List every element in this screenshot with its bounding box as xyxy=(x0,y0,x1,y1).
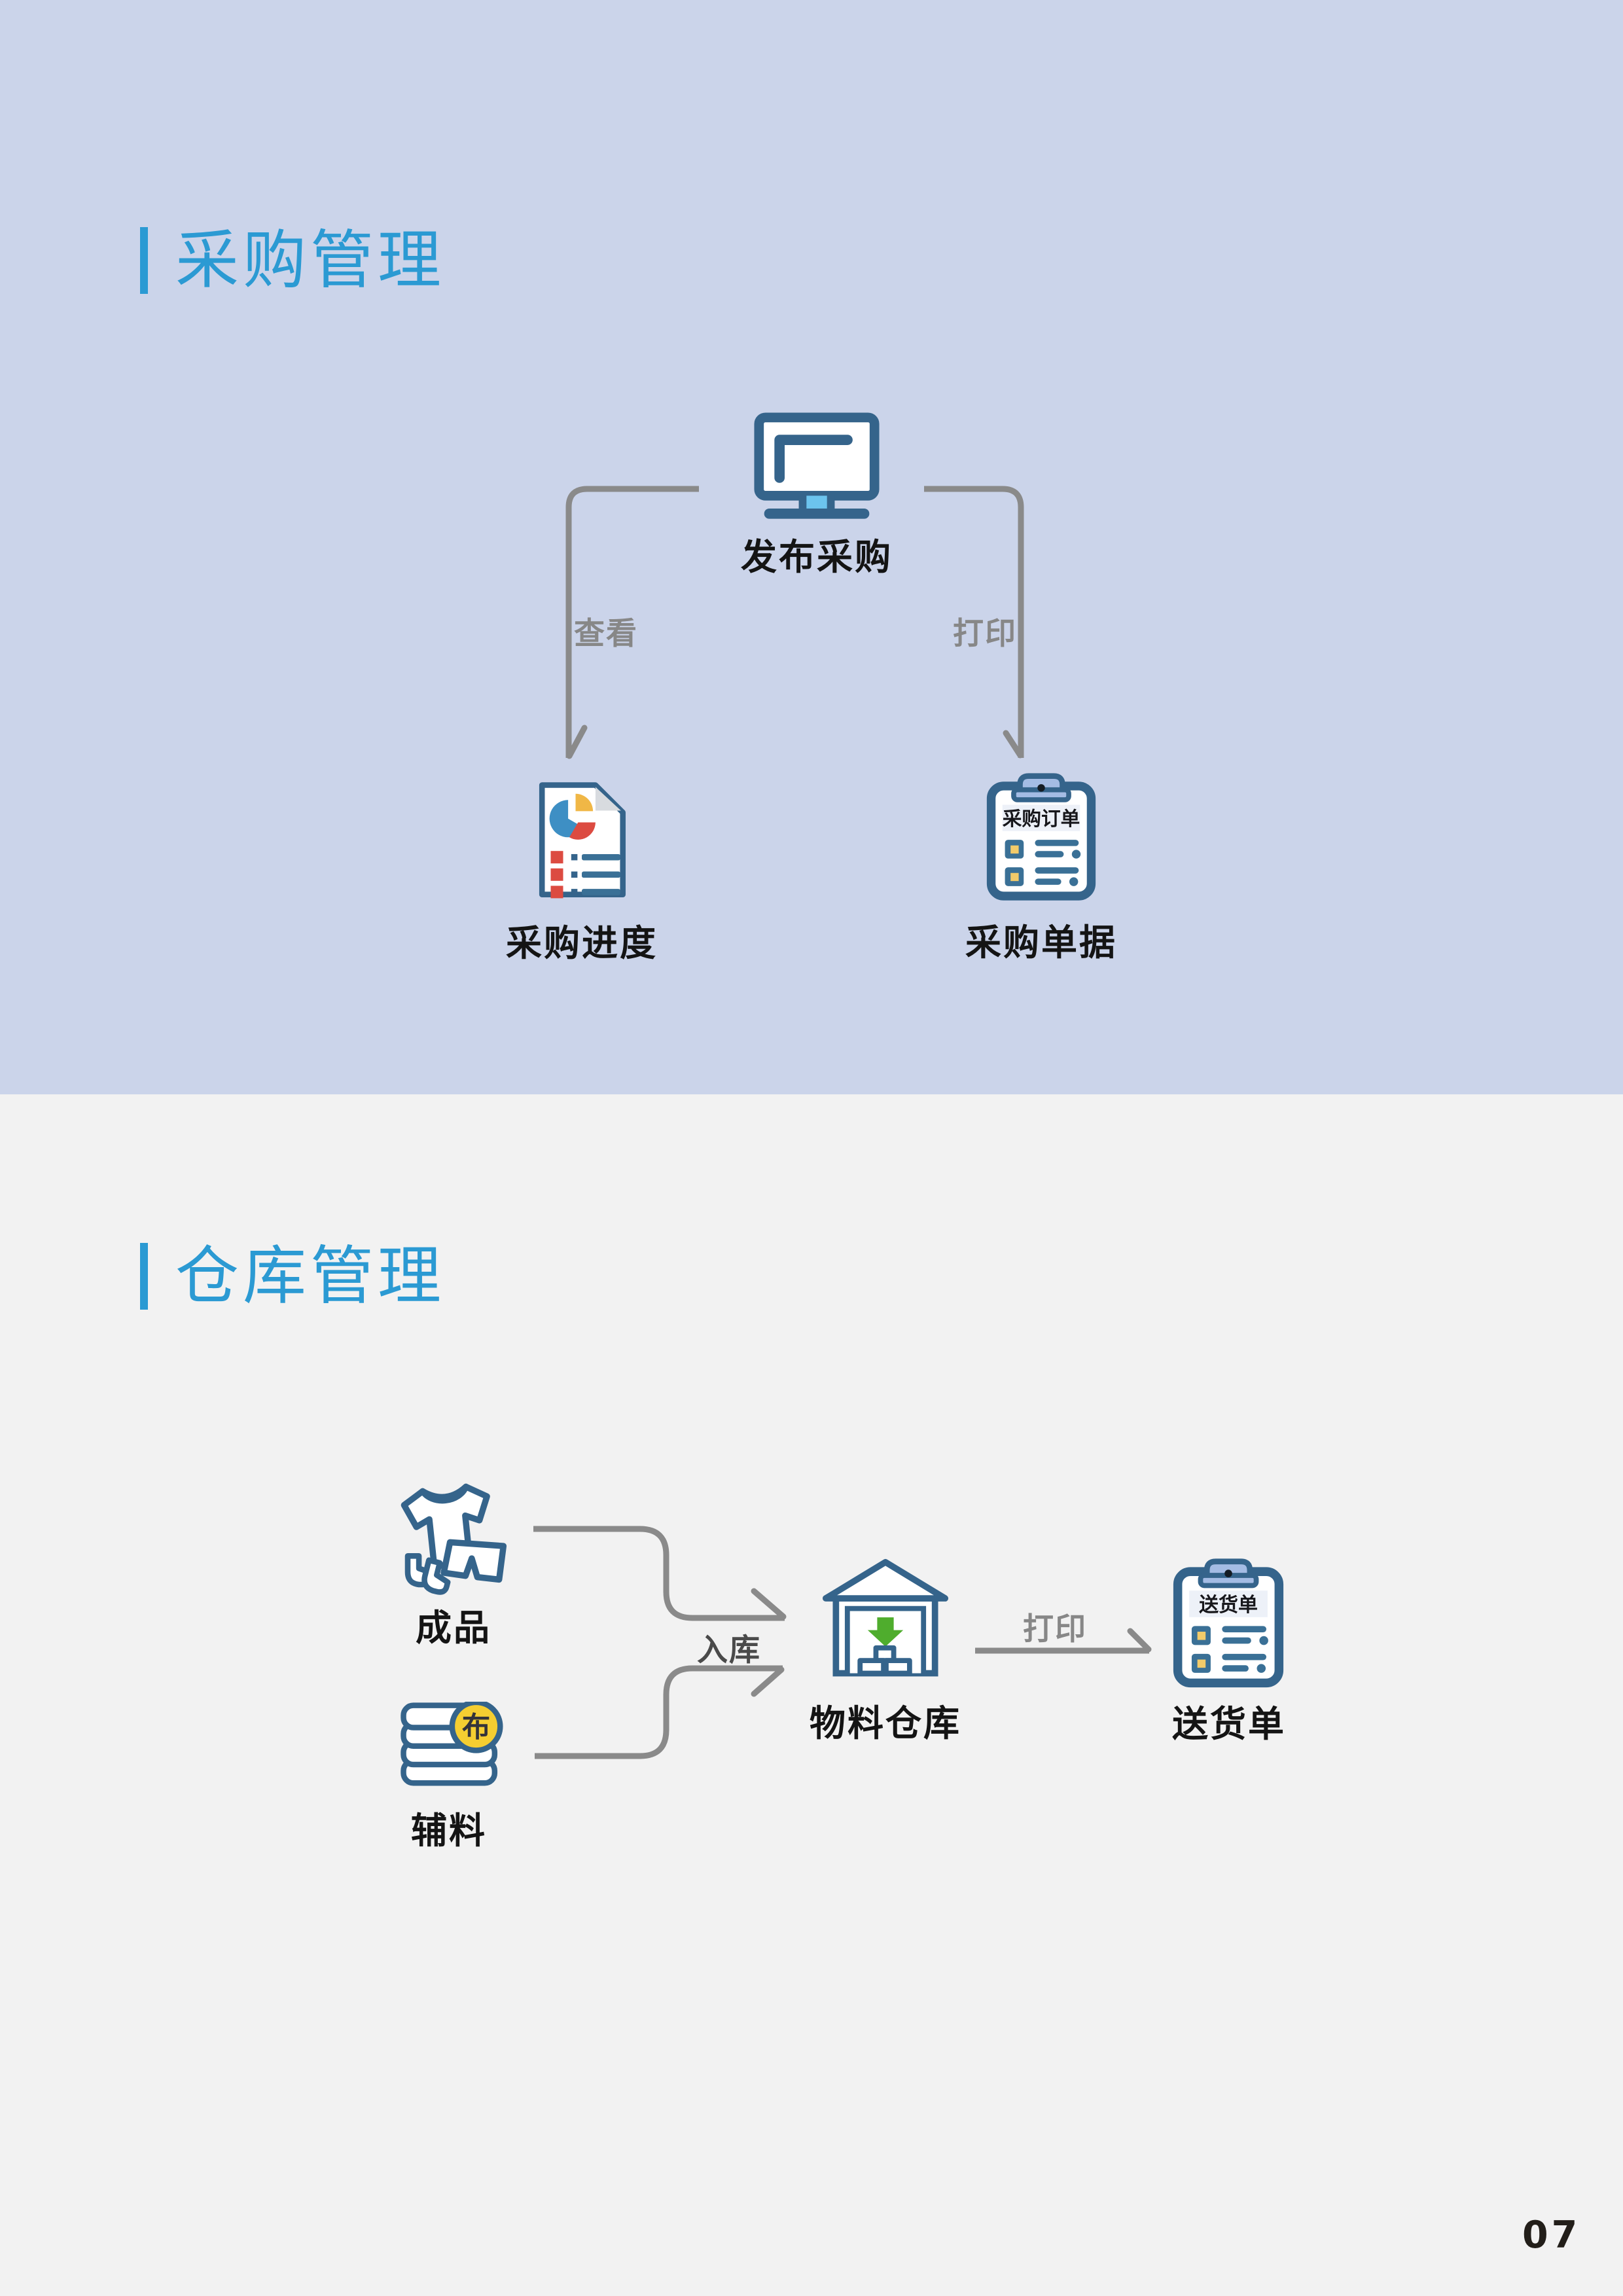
title-accent-bar xyxy=(140,227,148,294)
finished-goods-label: 成品 xyxy=(415,1607,492,1649)
accessories-fabric-icon: 布 xyxy=(401,1702,503,1786)
inbound-edge-label: 入库 xyxy=(697,1632,761,1668)
clipboard-title-text: 采购订单 xyxy=(1003,808,1080,830)
purchase-documents-label: 采购单据 xyxy=(965,922,1118,963)
print2-edge-label: 打印 xyxy=(1023,1611,1087,1647)
page-number: 07 xyxy=(1522,2214,1581,2257)
warehouse-title-text: 仓库管理 xyxy=(175,1239,445,1314)
warehouse-section: 仓库管理 xyxy=(0,1094,1623,2296)
view-edge-label: 查看 xyxy=(574,616,638,652)
purchase-section-title: 采购管理 xyxy=(140,227,445,294)
delivery-note-label: 送货单 xyxy=(1171,1703,1287,1745)
purchase-title-text: 采购管理 xyxy=(175,223,445,298)
monitor-icon xyxy=(754,412,880,519)
purchase-order-clipboard-icon: 采购订单 xyxy=(986,773,1096,901)
accessories-label: 辅料 xyxy=(410,1810,488,1852)
purchase-progress-document-icon xyxy=(539,782,626,899)
purchase-progress-label: 采购进度 xyxy=(505,922,658,964)
purchase-section: 采购管理 xyxy=(0,0,1623,1094)
material-warehouse-icon xyxy=(822,1558,949,1677)
print-edge-label: 打印 xyxy=(953,616,1017,652)
material-warehouse-label: 物料仓库 xyxy=(809,1702,962,1744)
publish-purchase-label: 发布采购 xyxy=(740,536,893,578)
title-accent-bar xyxy=(140,1243,148,1310)
warehouse-section-title: 仓库管理 xyxy=(140,1243,445,1310)
clipboard-title-text: 送货单 xyxy=(1199,1594,1258,1617)
delivery-note-clipboard-icon: 送货单 xyxy=(1173,1558,1284,1688)
finished-goods-clothes-icon xyxy=(401,1483,507,1595)
fabric-badge-text: 布 xyxy=(462,1712,490,1744)
